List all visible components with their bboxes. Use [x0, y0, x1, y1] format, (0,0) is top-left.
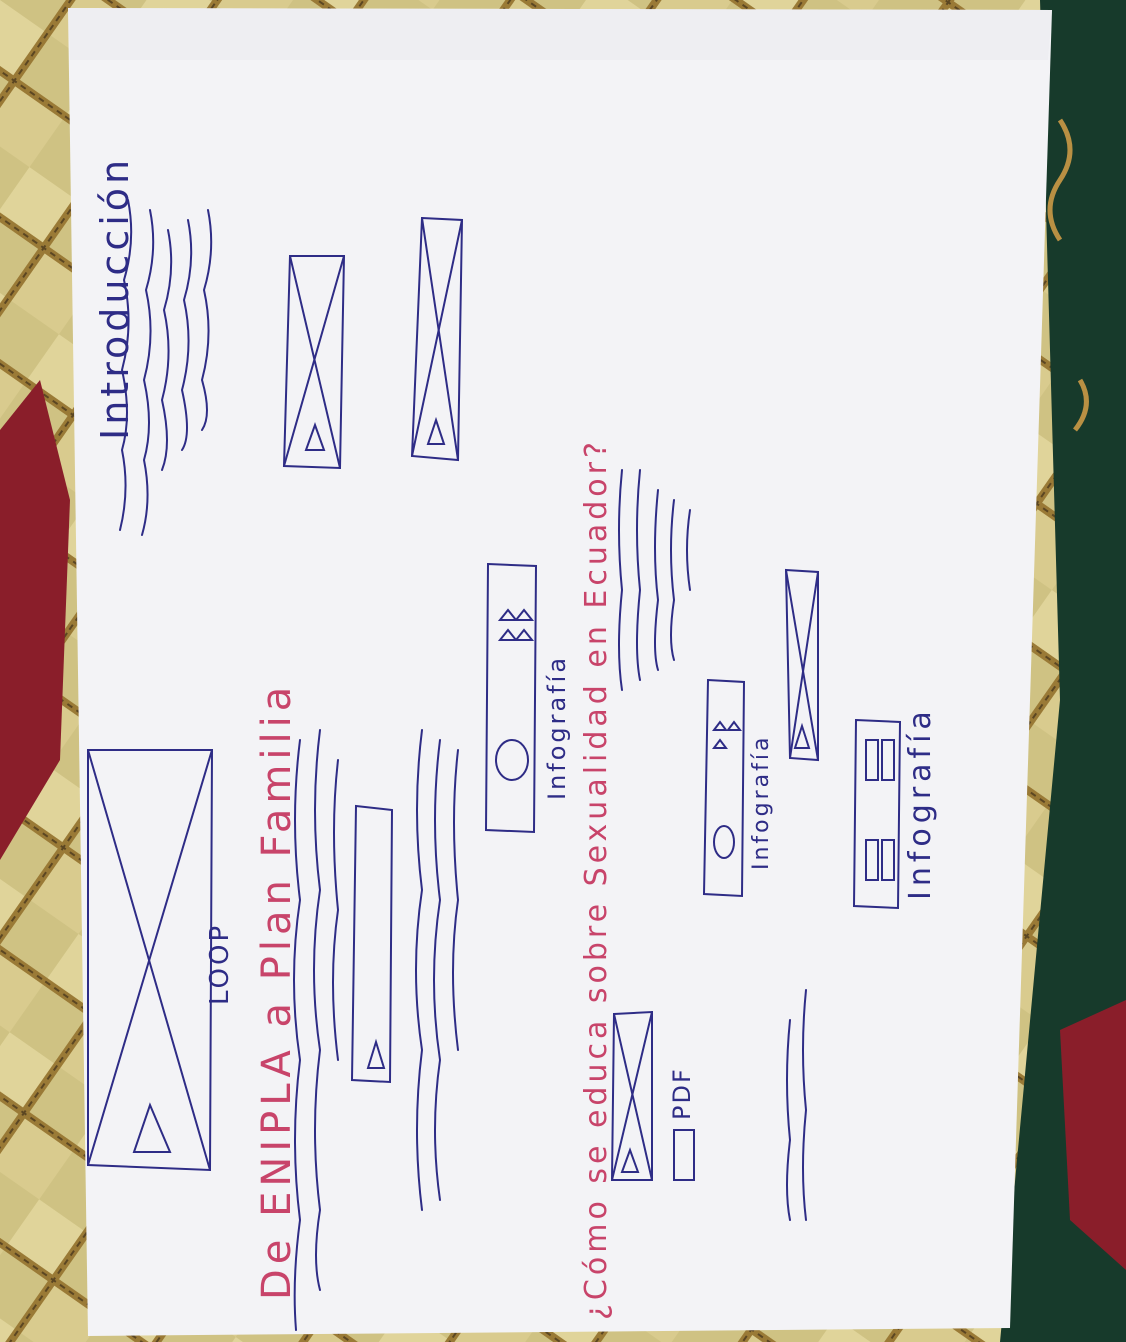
play-icon [366, 1038, 386, 1069]
education-image-placeholder-2 [784, 568, 819, 762]
education-infographic-label-1: Infografía [749, 735, 774, 870]
pdf-checkbox [673, 1129, 695, 1181]
play-icon [132, 1102, 172, 1153]
hero-image-placeholder [87, 749, 214, 1172]
enipla-infographic-box [484, 562, 538, 834]
bottom-text-lines [786, 989, 808, 1221]
play-icon [620, 1147, 640, 1173]
pdf-label: PDF [668, 1067, 696, 1120]
enipla-video-placeholder [350, 804, 394, 1084]
intro-image-placeholder-2 [410, 216, 464, 462]
paper-sheet [68, 8, 1052, 1336]
enipla-text-lines [293, 729, 460, 1331]
play-icon [304, 422, 326, 451]
education-image-placeholder [610, 1010, 695, 1181]
education-heading: ¿Cómo se educa sobre Sexualidad en Ecuad… [579, 438, 614, 1320]
play-icon [426, 416, 446, 445]
intro-image-placeholder-1 [282, 255, 346, 470]
enipla-infographic-label: Infografía [543, 655, 571, 800]
intro-text-lines [119, 199, 213, 536]
play-icon [793, 722, 811, 749]
education-infographic-box-2 [852, 718, 902, 910]
enipla-heading: De ENIPLA a Plan Familia [254, 682, 300, 1300]
education-infographic-box-1 [702, 678, 746, 898]
education-infographic-label-2: Infografía [903, 706, 938, 900]
tablecloth-green-panel [1000, 0, 1126, 1342]
tablecloth-red-panel [0, 380, 70, 860]
intro-heading: Introducción [93, 156, 137, 440]
tablecloth-red-panel-right [1060, 1000, 1126, 1270]
education-text-lines [618, 469, 691, 691]
hero-label: LOOP [205, 923, 235, 1005]
